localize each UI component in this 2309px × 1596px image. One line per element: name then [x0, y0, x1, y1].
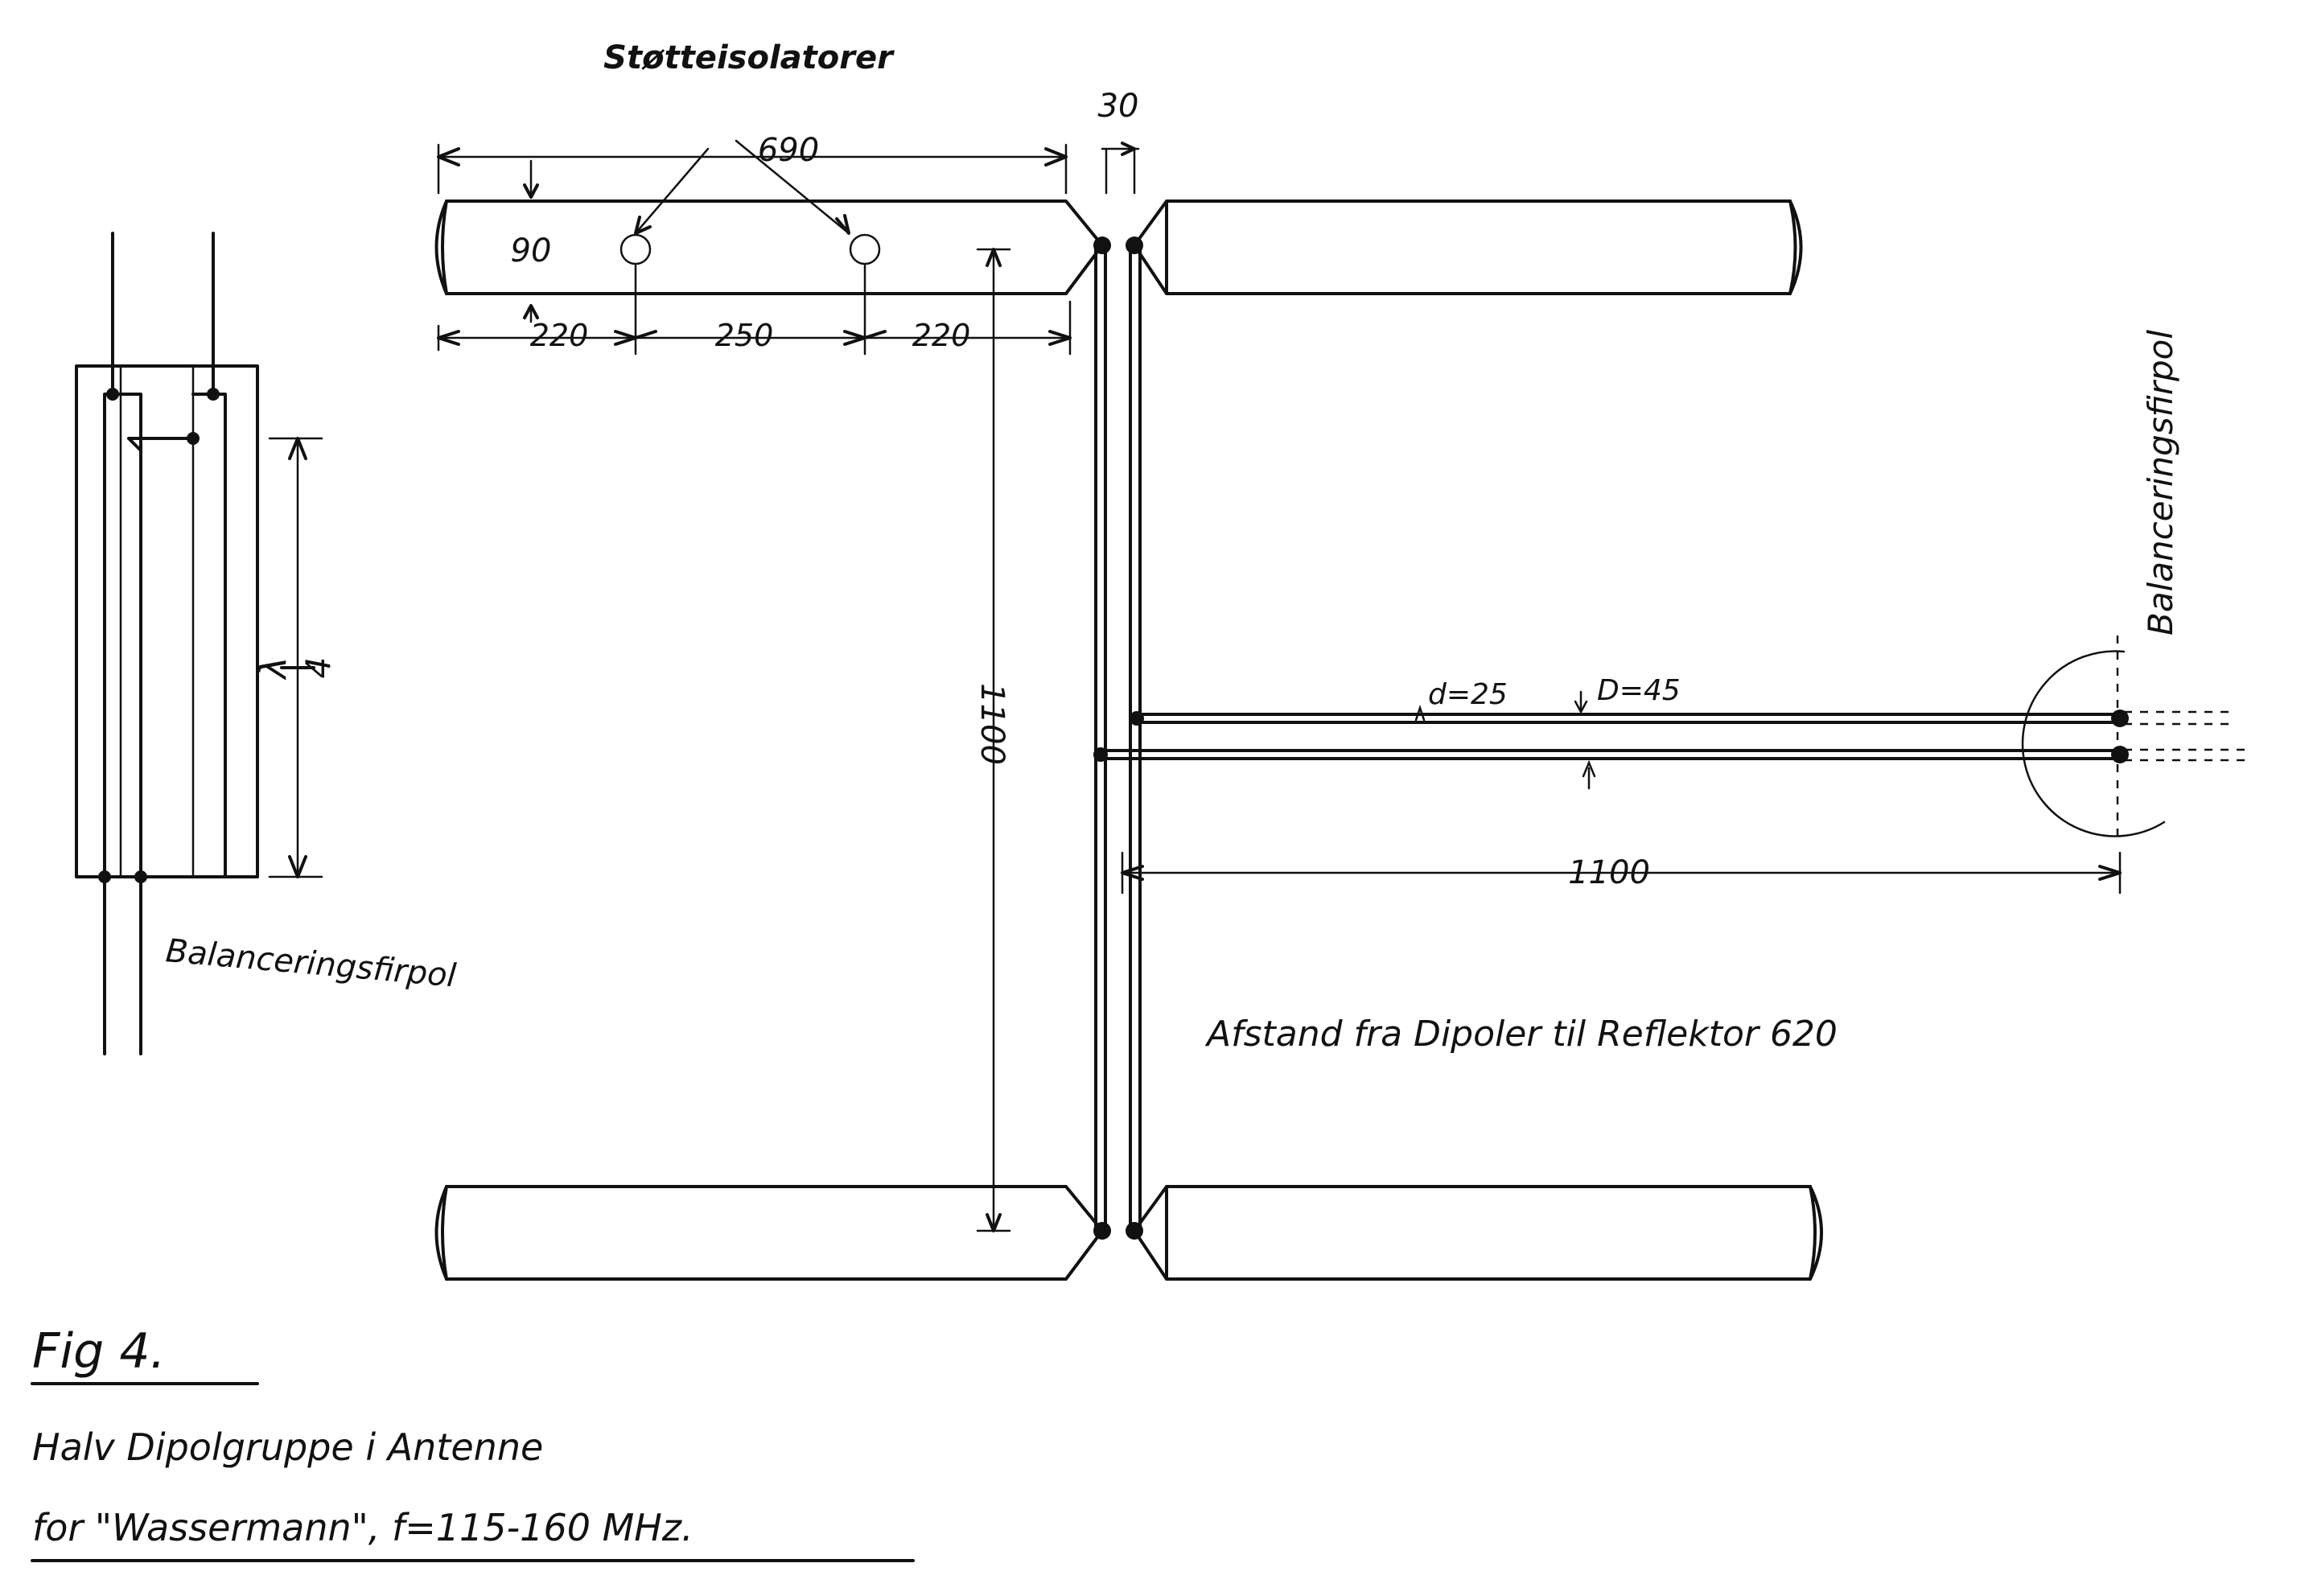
dim-220-right: 220 — [912, 318, 971, 353]
lambda-denominator: 4 — [298, 657, 338, 679]
dipole-lower-left — [434, 1185, 1104, 1281]
horizontal-feeder — [1099, 636, 2245, 837]
stotteisolatorer-label: Støtteisolatorer — [603, 39, 895, 76]
balun-left-label: Balanceringsfirpol — [164, 932, 458, 994]
caption-line-2: for "Wassermann", f=115-160 MHz. — [32, 1506, 694, 1549]
dim-220-left: 220 — [530, 318, 589, 353]
dipole-upper-right — [1133, 200, 1803, 295]
figure-number: Fig 4. — [32, 1323, 166, 1380]
dim-1100-horizontal: 1100 — [1568, 854, 1650, 891]
dimension-lines — [437, 139, 2122, 1232]
D-45-label: D=45 — [1597, 674, 1681, 707]
dipole-lower-right — [1133, 1185, 1823, 1281]
reflector-distance-note: Afstand fra Dipoler til Reflektor 620 — [1204, 1014, 1838, 1055]
dim-690: 690 — [758, 132, 819, 169]
balun-left — [75, 232, 323, 1055]
caption-line-1: Halv Dipolgruppe i Antenne — [32, 1425, 543, 1469]
vertical-feeders — [1093, 237, 1144, 1240]
dim-250: 250 — [715, 318, 774, 353]
dim-30: 30 — [1098, 88, 1139, 125]
lambda-numerator: λ — [251, 656, 294, 681]
d-25-label: d=25 — [1428, 678, 1508, 711]
dim-1100-vertical: 1100 — [973, 683, 1010, 765]
dim-90: 90 — [511, 232, 552, 269]
balun-right-label: Balanceringsfirpol — [2141, 330, 2180, 636]
